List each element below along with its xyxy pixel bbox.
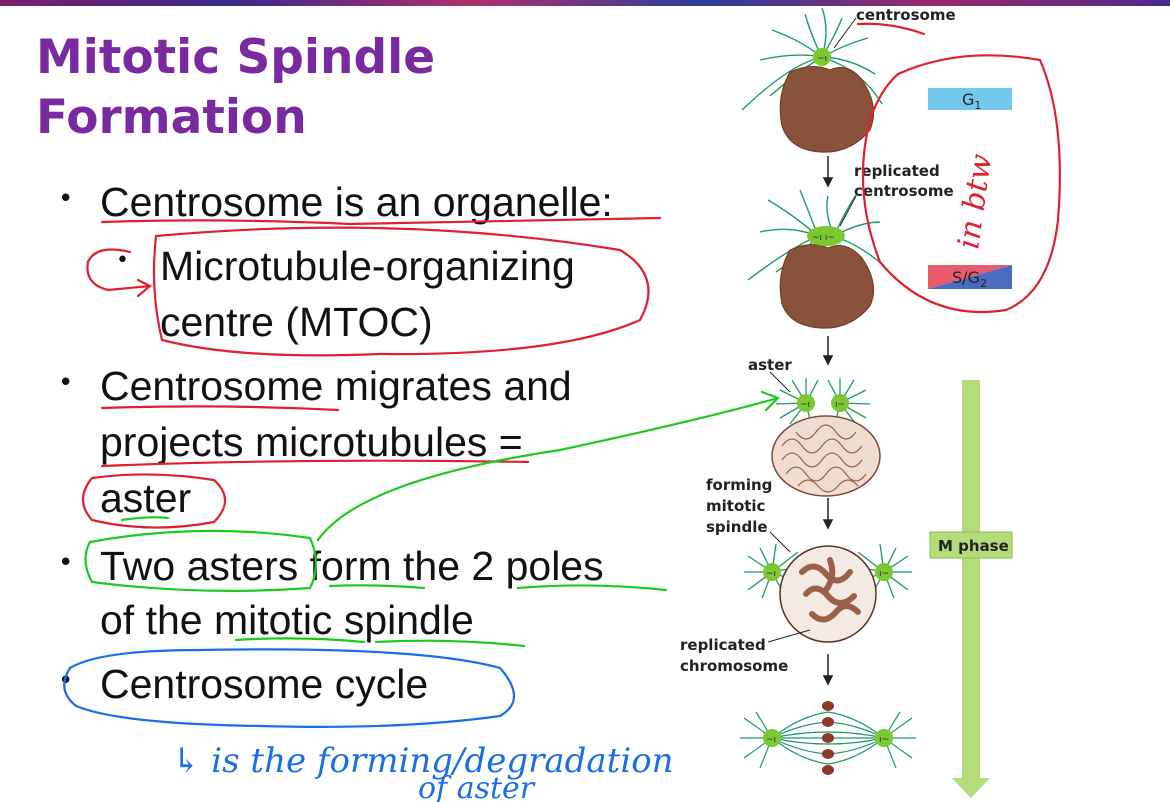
title-line-1: Mitotic Spindle xyxy=(36,30,436,85)
label-forming-2: mitotic xyxy=(706,497,765,515)
label-replicated-centrosome-1: replicated xyxy=(854,162,940,180)
stage-4-forming-spindle: ~ı ı~ xyxy=(744,531,912,643)
sub-bullet-line-2: centre (MTOC) xyxy=(160,299,433,345)
bullet-3-line-2: of the mitotic spindle xyxy=(100,597,474,643)
flow-arrow-1-head xyxy=(822,177,834,188)
stage-2-cell: ~ı ı~ xyxy=(747,189,885,329)
label-replicated-centrosome-2: centrosome xyxy=(854,182,954,200)
svg-text:~ı: ~ı xyxy=(800,400,810,410)
m-phase-box xyxy=(929,531,1013,559)
bullet-2-line-3: aster xyxy=(100,475,192,521)
sub-bullet-line-1: Microtubule-organizing xyxy=(160,243,575,289)
stage-5-metaphase-spindle: ~ı ı~ xyxy=(740,701,916,775)
bullet-4-text: Centrosome cycle xyxy=(100,661,429,707)
svg-text:~ı ı~: ~ı ı~ xyxy=(812,233,835,243)
title-line-2: Formation xyxy=(36,90,307,145)
blue-handwriting-line-2: of aster xyxy=(418,771,536,802)
svg-text:~ı: ~ı xyxy=(766,569,776,579)
bullet-3-line-1: Two asters form the 2 poles xyxy=(100,543,604,589)
svg-text:ı~: ı~ xyxy=(879,569,889,579)
blue-handwriting-line-1: ↳ is the forming/degradation xyxy=(172,741,674,781)
label-centrosome: centrosome xyxy=(856,6,956,24)
bullet-dot-2: • xyxy=(58,368,74,398)
m-phase-arrow xyxy=(952,380,990,798)
sub-bullet-dot: • xyxy=(116,248,129,273)
bullet-dot-1: • xyxy=(58,184,74,214)
bullet-2-line-2: projects microtubules = xyxy=(100,419,523,465)
svg-text:~ı: ~ı xyxy=(817,54,827,64)
stage-3-aster-cell: ~ı ı~ xyxy=(769,371,881,497)
flow-arrow-2-head xyxy=(822,355,834,366)
bullet-2-line-1: Centrosome migrates and xyxy=(100,363,572,409)
bullet-dot-3: • xyxy=(58,548,74,578)
flow-arrow-4-head xyxy=(822,675,834,686)
bullet-dot-4: • xyxy=(58,666,74,696)
slide-title: Mitotic Spindle Formation xyxy=(36,28,656,148)
label-aster: aster xyxy=(748,356,792,374)
svg-text:ı~: ı~ xyxy=(879,735,889,745)
label-replicated-chromosome-1: replicated xyxy=(680,636,766,654)
label-forming-3: spindle xyxy=(706,518,768,536)
label-replicated-chromosome-2: chromosome xyxy=(680,657,788,675)
flow-arrow-3-head xyxy=(822,519,834,530)
centrosome-cycle-figure: G1 S/G2 M phase ~ı xyxy=(680,6,1013,798)
svg-text:ı~: ı~ xyxy=(835,400,845,410)
label-forming-1: forming xyxy=(706,476,772,494)
top-decorative-band xyxy=(0,0,1170,6)
m-phase-label: M phase xyxy=(938,537,1009,555)
bullet-1-text: Centrosome is an organelle: xyxy=(100,179,613,225)
svg-text:~ı: ~ı xyxy=(766,735,776,745)
stage-1-cell: ~ı xyxy=(741,7,883,153)
